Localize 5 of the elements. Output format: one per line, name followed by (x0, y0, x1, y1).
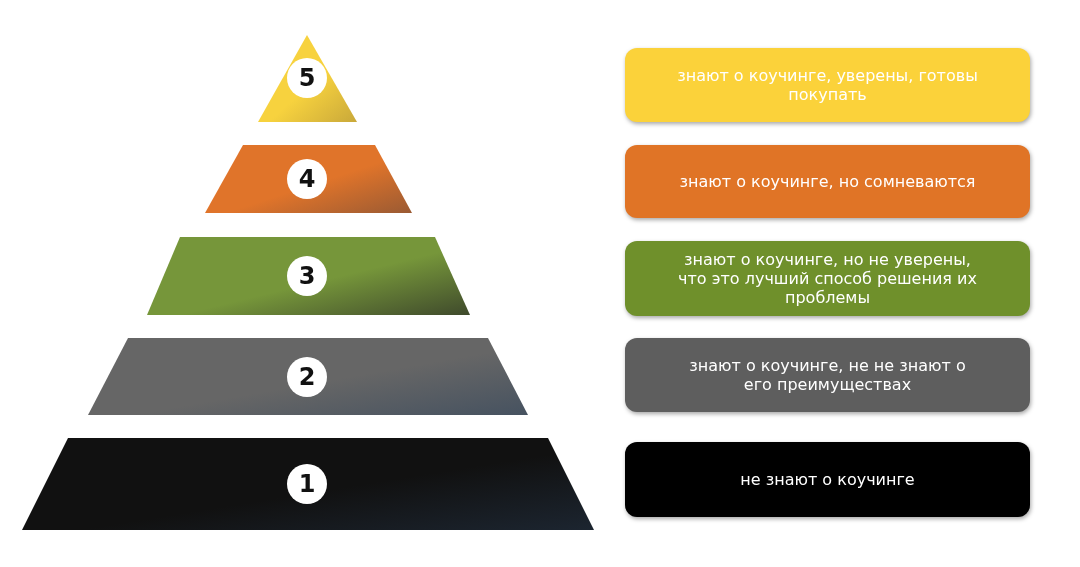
description-card: не знают о коучинге (625, 442, 1030, 517)
description-card: знают о коучинге, но сомневаются (625, 145, 1030, 218)
description-card: знают о коучинге, но не уверены, что это лучший способ решения их проблемы (625, 241, 1030, 316)
description-card: знают о коучинге, уверены, готовы покупать (625, 48, 1030, 122)
description-card: знают о коучинге, не не знают о его преимуществах (625, 338, 1030, 412)
